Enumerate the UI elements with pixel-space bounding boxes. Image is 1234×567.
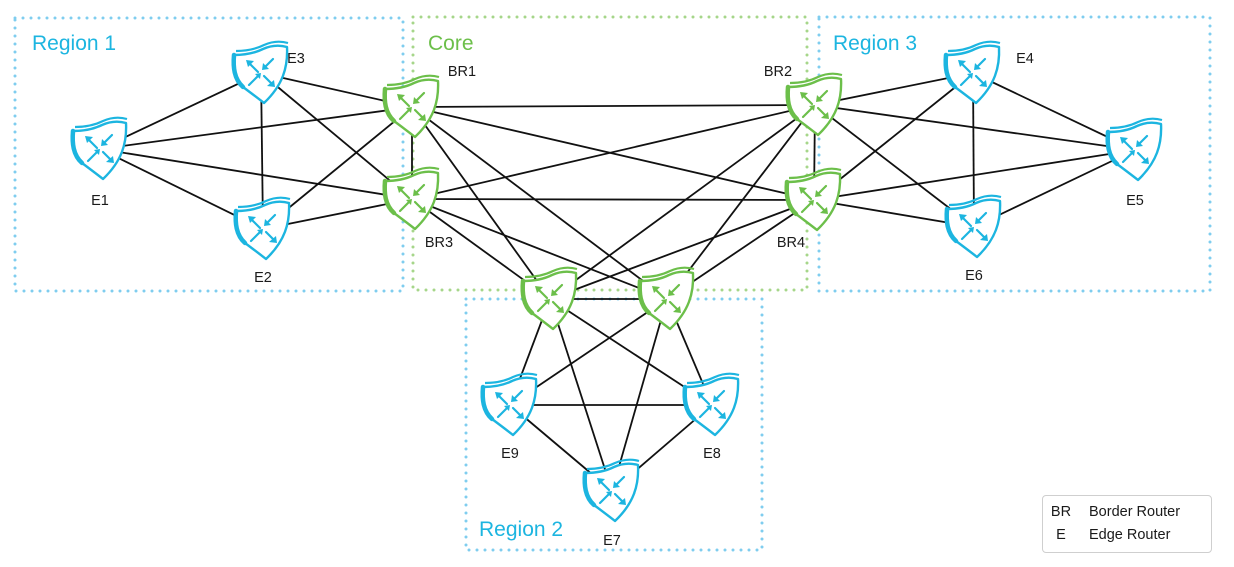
link-br5-e7 (549, 298, 613, 492)
edge-router-icon[interactable] (73, 118, 127, 179)
node-label-e7: E7 (603, 533, 621, 549)
border-router-icon[interactable] (385, 168, 439, 229)
node-label-e6: E6 (965, 268, 983, 284)
legend: BR Border Router E Edge Router (1042, 495, 1212, 553)
legend-item-edge-router: E Edge Router (1043, 525, 1211, 545)
border-router-icon[interactable] (787, 169, 841, 230)
legend-abbr: BR (1050, 504, 1072, 520)
link-br2-br6 (666, 104, 816, 300)
region-label-core: Core (428, 32, 474, 55)
link-br4-br5 (549, 199, 815, 300)
link-br2-br5 (549, 104, 816, 300)
link-br1-br2 (411, 104, 816, 108)
edge-router-icon[interactable] (947, 196, 1001, 257)
edge-router-icon[interactable] (234, 42, 288, 103)
node-label-br3: BR3 (425, 235, 453, 251)
border-router-icon[interactable] (385, 76, 439, 137)
node-label-e8: E8 (703, 446, 721, 462)
legend-abbr: E (1056, 527, 1066, 543)
regions-layer: Region 1 Core Region 3 Region 2 (13, 15, 1212, 552)
edge-router-icon[interactable] (685, 374, 739, 435)
link-br2-e5 (814, 104, 1136, 151)
link-br1-br6 (411, 106, 668, 300)
link-br3-br6 (411, 198, 668, 300)
link-br2-br3 (411, 104, 816, 200)
edge-router-icon[interactable] (946, 42, 1000, 103)
link-e3-br3 (260, 72, 413, 200)
link-e1-br1 (99, 106, 413, 150)
node-label-e5: E5 (1126, 193, 1144, 209)
border-router-icon[interactable] (523, 268, 577, 329)
edge-router-icon[interactable] (585, 460, 639, 521)
node-label-br1: BR1 (448, 64, 476, 80)
link-e1-br3 (99, 148, 413, 200)
node-label-e2: E2 (254, 270, 272, 286)
node-label-e9: E9 (501, 446, 519, 462)
link-br1-br5 (411, 106, 551, 300)
region-label-region1: Region 1 (32, 32, 116, 55)
edge-router-icon[interactable] (1108, 119, 1162, 180)
border-router-icon[interactable] (788, 74, 842, 135)
link-br6-e7 (611, 298, 668, 492)
node-label-e4: E4 (1016, 51, 1034, 67)
legend-description: Border Router (1089, 504, 1181, 520)
region-label-region3: Region 3 (833, 32, 917, 55)
legend-item-border-router: BR Border Router (1043, 502, 1211, 522)
region-box-region1 (13, 16, 405, 293)
border-router-icon[interactable] (640, 268, 694, 329)
node-label-br2: BR2 (764, 64, 792, 80)
nodes-layer (73, 42, 1162, 521)
region-label-region2: Region 2 (479, 518, 563, 541)
link-br3-br4 (411, 198, 815, 201)
link-br1-br4 (411, 106, 815, 201)
region-box-region3 (817, 15, 1212, 293)
region-box-core (411, 15, 809, 292)
node-label-e3: E3 (287, 51, 305, 67)
region-box-region2 (464, 297, 764, 552)
node-label-br4: BR4 (777, 235, 805, 251)
edge-router-icon[interactable] (236, 198, 290, 259)
link-br2-e6 (814, 104, 975, 228)
legend-description: Edge Router (1089, 527, 1171, 543)
node-label-e1: E1 (91, 193, 109, 209)
edge-router-icon[interactable] (483, 374, 537, 435)
